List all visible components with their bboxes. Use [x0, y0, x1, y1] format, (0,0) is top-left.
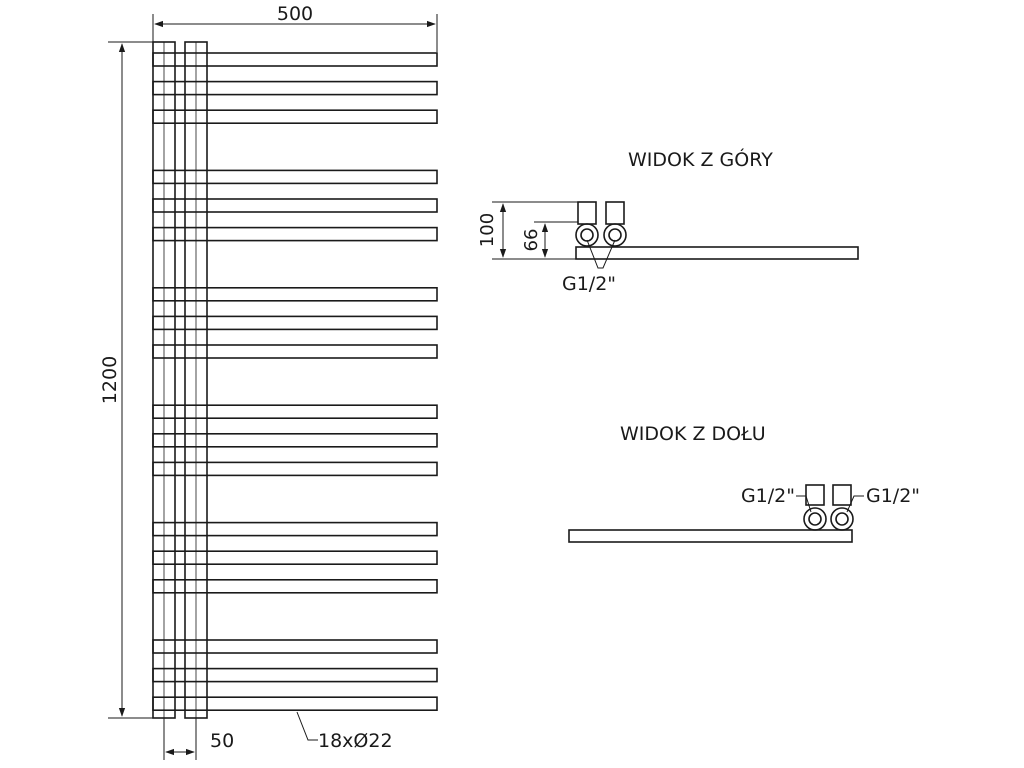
top-view-valve-body-left [577, 201, 597, 225]
front-view [152, 41, 438, 719]
horizontal-bar [152, 198, 438, 213]
tube-spec-leader [296, 711, 318, 741]
bottom-view-valve-body-right [832, 484, 852, 506]
depth-axis-label: 66 [521, 229, 542, 252]
horizontal-bar [152, 578, 438, 594]
top-view-valve-body-right [605, 201, 625, 225]
horizontal-bar [152, 109, 438, 124]
bottom-view [568, 484, 854, 543]
height-dimension-label: 1200 [99, 356, 121, 404]
horizontal-bar [152, 639, 438, 654]
depth-total-label: 100 [477, 213, 498, 247]
top-view-title: WIDOK Z GÓRY [628, 147, 773, 171]
top-view-pipe-right [603, 223, 627, 247]
bottom-view-pipe-left [803, 507, 827, 531]
horizontal-bar [152, 550, 438, 566]
horizontal-bar [152, 432, 438, 448]
width-dimension [152, 14, 438, 52]
top-view-pipe-left-inner [580, 228, 594, 242]
horizontal-bar [152, 461, 438, 477]
top-view [575, 201, 859, 260]
tube-spec-label: 18xØ22 [318, 730, 393, 752]
bottom-view-pipe-right [830, 507, 854, 531]
horizontal-bar [152, 667, 438, 683]
horizontal-bars [152, 52, 438, 712]
bottom-view-leader-left [796, 495, 812, 513]
horizontal-bar [152, 226, 438, 242]
top-view-panel [575, 246, 859, 260]
horizontal-bar [152, 315, 438, 331]
top-view-pipe-left [575, 223, 599, 247]
bottom-view-leaders [796, 495, 864, 513]
bottom-view-leader-right [846, 495, 864, 513]
horizontal-bar [152, 52, 438, 67]
bottom-view-pipe-left-inner [808, 512, 822, 526]
bottom-view-valve-body-left [805, 484, 825, 506]
horizontal-bar [152, 696, 438, 712]
top-view-dimensions [492, 201, 616, 269]
horizontal-bar [152, 286, 438, 302]
horizontal-bar [152, 80, 438, 96]
spacing-dimension [163, 718, 197, 760]
spacing-dimension-label: 50 [210, 730, 234, 752]
height-dimension [108, 41, 153, 719]
bottom-view-connection-left: G1/2" [741, 485, 795, 507]
bottom-view-pipe-right-inner [835, 512, 849, 526]
horizontal-bar [152, 169, 438, 185]
horizontal-bar [152, 404, 438, 420]
top-view-connection-label: G1/2" [562, 273, 616, 295]
width-dimension-label: 500 [277, 3, 313, 25]
top-view-pipe-right-inner [608, 228, 622, 242]
bottom-view-connection-right: G1/2" [866, 485, 920, 507]
bottom-view-title: WIDOK Z DOŁU [620, 423, 766, 445]
top-view-connection-leader [586, 239, 616, 269]
bottom-view-panel [568, 529, 853, 543]
horizontal-bar [152, 344, 438, 359]
horizontal-bar [152, 521, 438, 537]
